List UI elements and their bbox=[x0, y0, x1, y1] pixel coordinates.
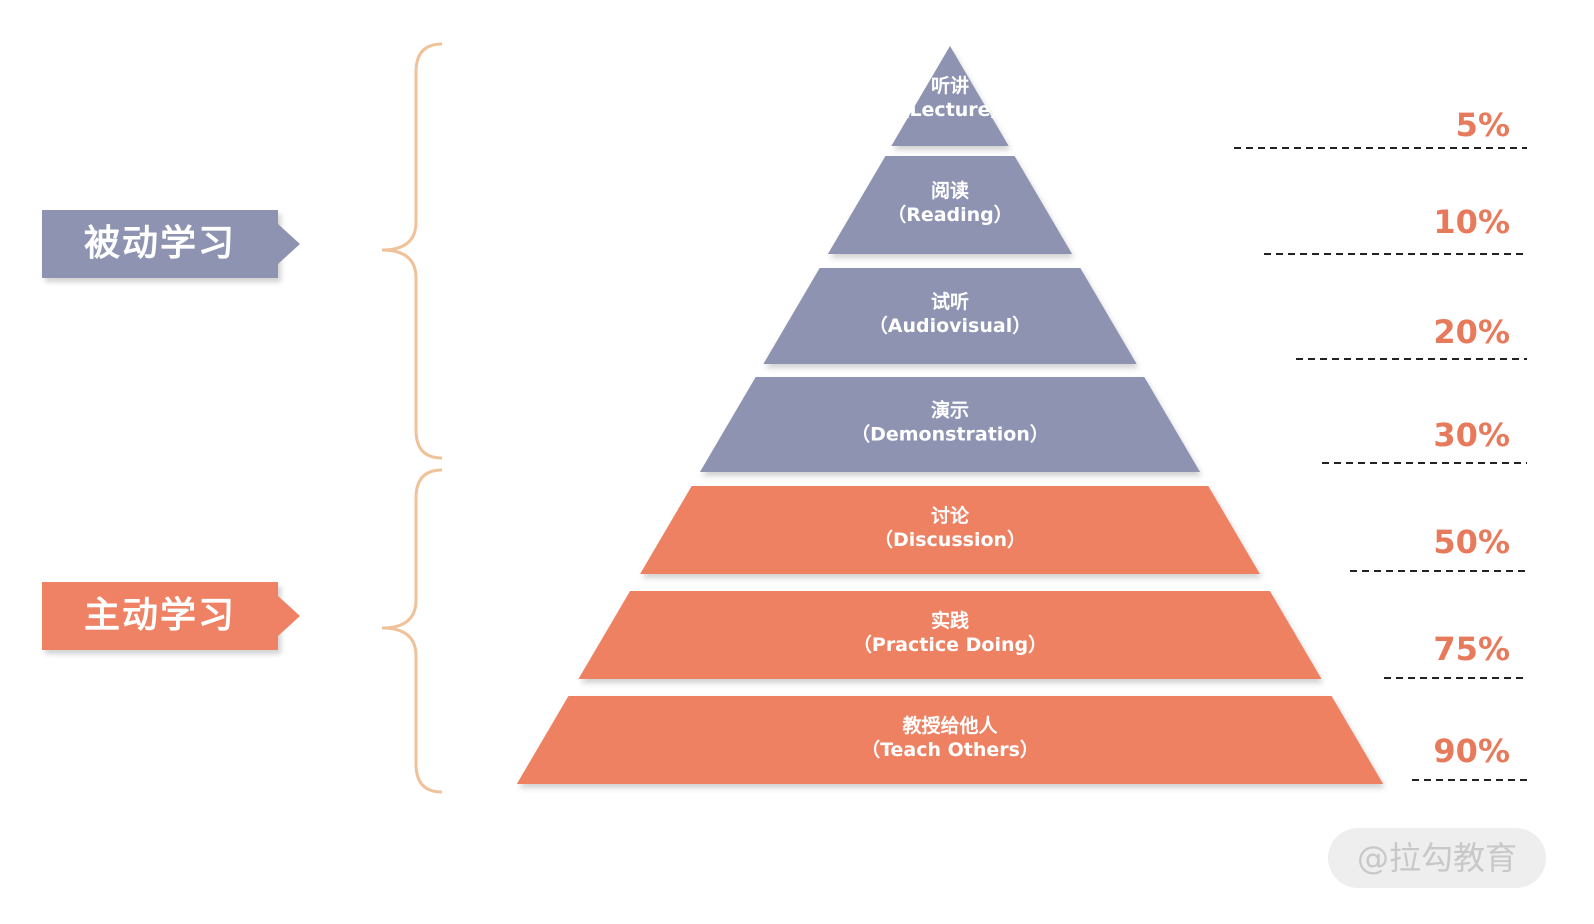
layer-label-cn: 教授给他人 bbox=[902, 714, 998, 737]
retention-percent: 90% bbox=[1433, 732, 1510, 770]
retention-percent: 20% bbox=[1433, 313, 1510, 351]
active-learning-text: 主动学习 bbox=[83, 595, 236, 636]
active-learning-box bbox=[42, 582, 278, 650]
retention-percent: 75% bbox=[1433, 630, 1510, 668]
brace-passive bbox=[381, 42, 443, 460]
retention-percent: 30% bbox=[1433, 416, 1510, 454]
passive-learning-arrow bbox=[278, 224, 300, 264]
layer-label-cn: 演示 bbox=[931, 399, 969, 422]
retention-percent: 10% bbox=[1433, 203, 1510, 241]
layer-label-en: （Lecture） bbox=[890, 98, 1009, 121]
active-learning-arrow bbox=[278, 596, 300, 636]
layer-label-cn: 听讲 bbox=[931, 74, 969, 97]
brace-active bbox=[381, 468, 443, 794]
pyramid-layer-5 bbox=[640, 486, 1260, 574]
pyramid-layer-7 bbox=[516, 696, 1384, 784]
pyramid-layer-4 bbox=[699, 377, 1201, 472]
layer-label-en: （Reading） bbox=[887, 203, 1013, 226]
passive-learning-text: 被动学习 bbox=[83, 223, 236, 264]
layer-label-en: （Audiovisual） bbox=[869, 314, 1031, 337]
passive-learning-box bbox=[42, 210, 278, 278]
active-learning-label: 主动学习 bbox=[42, 582, 300, 650]
retention-percent: 50% bbox=[1433, 523, 1510, 561]
passive-learning-label: 被动学习 bbox=[42, 210, 300, 278]
layer-label-cn: 讨论 bbox=[931, 504, 970, 527]
pyramid-layer-2 bbox=[827, 156, 1073, 254]
retention-percent: 5% bbox=[1456, 106, 1510, 144]
layer-label-cn: 试听 bbox=[931, 290, 969, 313]
layer-label-cn: 阅读 bbox=[931, 179, 969, 202]
layer-label-en: （Discussion） bbox=[874, 528, 1026, 551]
pyramid-layer-6 bbox=[578, 591, 1322, 679]
layer-label-en: （Practice Doing） bbox=[853, 633, 1047, 656]
layer-label-en: （Teach Others） bbox=[861, 738, 1039, 761]
pyramid-layer-3 bbox=[763, 268, 1137, 364]
watermark: @拉勾教育 bbox=[1328, 828, 1546, 888]
layer-label-cn: 实践 bbox=[931, 609, 969, 632]
pyramid-layer-1 bbox=[891, 46, 1009, 146]
layer-label-en: （Demonstration） bbox=[851, 423, 1049, 446]
